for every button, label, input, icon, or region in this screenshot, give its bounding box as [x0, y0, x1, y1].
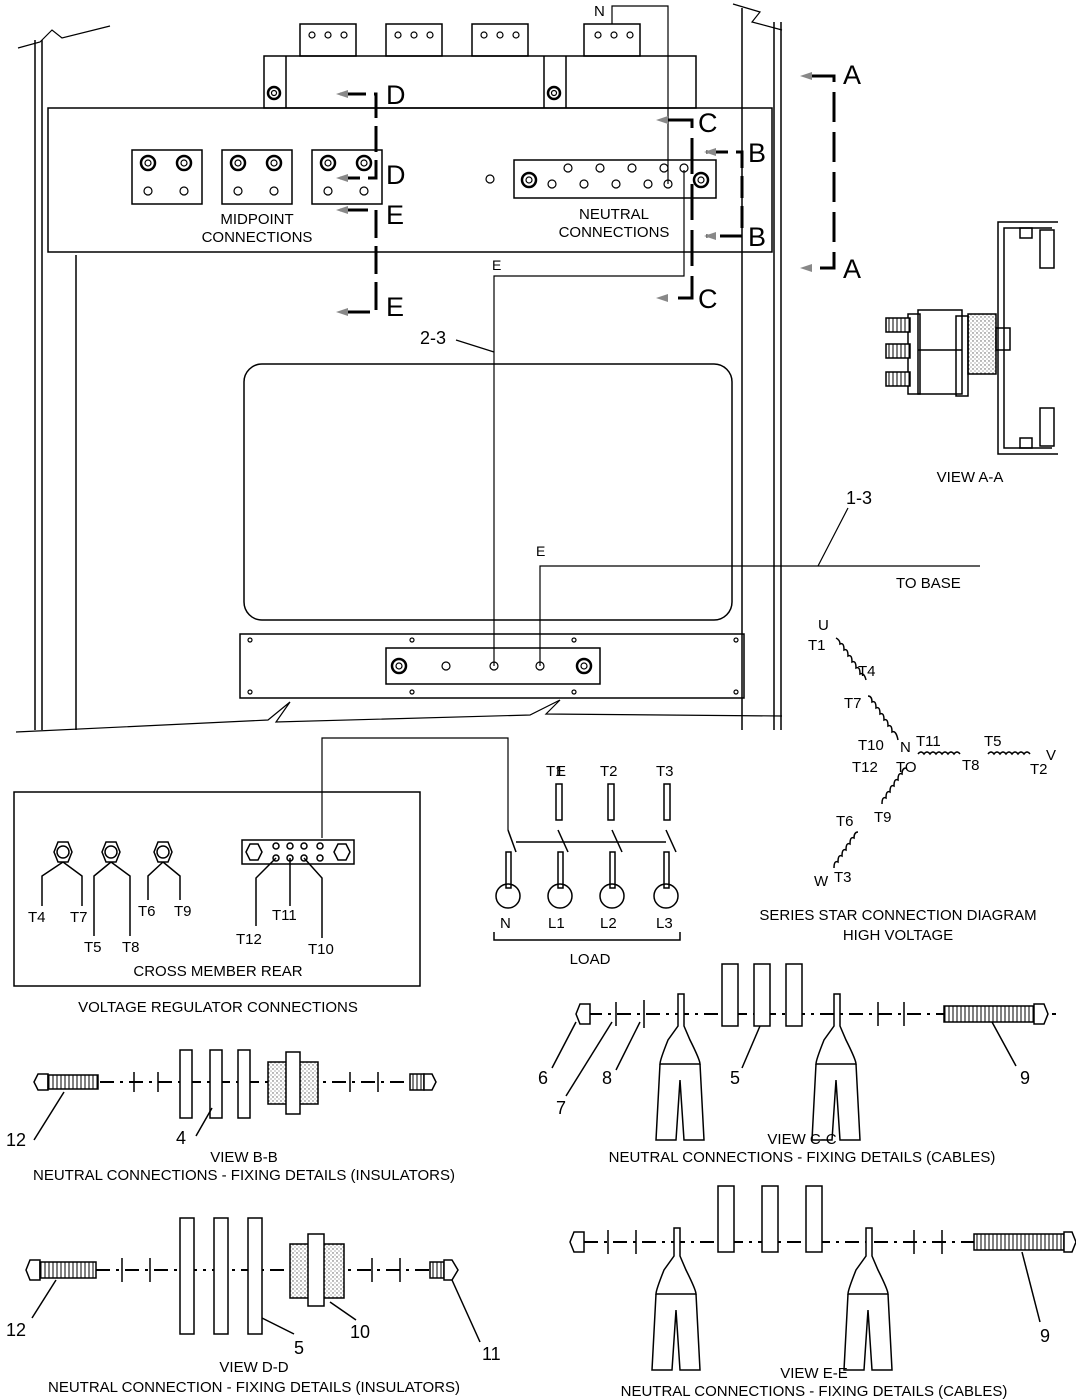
- star-w: W: [814, 873, 829, 890]
- reg-t6: T6: [138, 903, 156, 920]
- reg-t5: T5: [84, 939, 102, 956]
- view-dd-n12: 12: [6, 1320, 26, 1340]
- star-windings: [833, 637, 1031, 869]
- view-bb-caption-1: VIEW B-B: [210, 1149, 278, 1166]
- load-l2: L2: [600, 915, 617, 932]
- view-cc-n9: 9: [1020, 1068, 1030, 1088]
- star-u: U: [818, 617, 829, 634]
- earth-label-upper: E: [492, 257, 501, 273]
- star-t12: T12: [852, 759, 878, 776]
- section-label-b-bottom: B: [748, 222, 766, 252]
- section-label-e-bottom: E: [386, 292, 404, 322]
- load-n: N: [500, 915, 511, 932]
- star-t9: T9: [874, 809, 892, 826]
- load-l3: L3: [656, 915, 673, 932]
- section-lines: [340, 74, 836, 314]
- view-cc-caption-1: VIEW C-C: [767, 1131, 836, 1148]
- neutral-label-line-2: CONNECTIONS: [559, 224, 670, 241]
- section-arrows: [336, 72, 812, 316]
- reg-t12: T12: [236, 931, 262, 948]
- view-dd-caption-2: NEUTRAL CONNECTION - FIXING DETAILS (INS…: [48, 1379, 460, 1396]
- section-label-d-top: D: [386, 80, 406, 110]
- view-dd-n10: 10: [350, 1322, 370, 1342]
- reg-t11: T11: [272, 907, 297, 924]
- view-aa-drawing: [885, 221, 1058, 455]
- view-cc-n5: 5: [730, 1068, 740, 1088]
- section-label-a-bottom: A: [843, 254, 861, 284]
- view-bb-caption-2: NEUTRAL CONNECTIONS - FIXING DETAILS (IN…: [33, 1167, 455, 1184]
- regulator-caption: VOLTAGE REGULATOR CONNECTIONS: [78, 999, 358, 1016]
- earth-label-lower: E: [536, 543, 545, 559]
- reg-t9: T9: [174, 903, 192, 920]
- section-label-a-top: A: [843, 60, 861, 90]
- to-base-label: TO BASE: [896, 575, 961, 592]
- star-t6: T6: [836, 813, 854, 830]
- neutral-label-line-1: NEUTRAL: [579, 206, 649, 223]
- view-ee-caption-2: NEUTRAL CONNECTIONS - FIXING DETAILS (CA…: [621, 1383, 1008, 1400]
- view-dd-caption-1: VIEW D-D: [219, 1359, 288, 1376]
- star-caption-1: SERIES STAR CONNECTION DIAGRAM: [759, 907, 1036, 924]
- star-t2: T2: [1030, 761, 1048, 778]
- star-t1: T1: [808, 637, 826, 654]
- load-top-t1: T1: [546, 763, 564, 780]
- section-label-d-bottom: D: [386, 160, 406, 190]
- ref-2-3: 2-3: [420, 328, 446, 348]
- star-t5: T5: [984, 733, 1002, 750]
- star-n: N: [900, 739, 911, 756]
- reg-t10: T10: [308, 941, 334, 958]
- section-label-b-top: B: [748, 138, 766, 168]
- section-label-e-top: E: [386, 200, 404, 230]
- section-label-c-top: C: [698, 108, 718, 138]
- star-t4: T4: [858, 663, 876, 680]
- star-t7: T7: [844, 695, 862, 712]
- view-ee-n9: 9: [1040, 1326, 1050, 1346]
- star-t11: T11: [916, 733, 941, 750]
- view-cc-n6: 6: [538, 1068, 548, 1088]
- view-dd-n5: 5: [294, 1338, 304, 1358]
- load-l1: L1: [548, 915, 565, 932]
- star-t3: T3: [834, 869, 852, 886]
- view-cc-n7: 7: [556, 1098, 566, 1118]
- star-v: V: [1046, 747, 1056, 764]
- cross-member-label: CROSS MEMBER REAR: [133, 963, 302, 980]
- view-dd-n11: 11: [482, 1344, 501, 1364]
- earth-wires: [321, 5, 980, 838]
- view-cc-drawing: [551, 963, 1056, 1141]
- load-top-t1-overlay: E: [556, 763, 566, 780]
- star-caption-2: HIGH VOLTAGE: [843, 927, 953, 944]
- star-t10: T10: [858, 737, 884, 754]
- section-label-c-bottom: C: [698, 284, 718, 314]
- midpoint-label-line-1: MIDPOINT: [220, 211, 293, 228]
- view-bb-n4: 4: [176, 1128, 186, 1148]
- midpoint-label-line-2: CONNECTIONS: [202, 229, 313, 246]
- regulator-drawing: [13, 791, 421, 987]
- view-dd-drawing: [25, 1217, 481, 1343]
- view-cc-n8: 8: [602, 1068, 612, 1088]
- reg-t4: T4: [28, 909, 46, 926]
- load-top-t3: T3: [656, 763, 674, 780]
- reg-t8: T8: [122, 939, 140, 956]
- load-drawing: [493, 783, 681, 941]
- view-aa-caption: VIEW A-A: [937, 469, 1004, 486]
- view-ee-caption-1: VIEW E-E: [780, 1365, 848, 1382]
- view-ee-drawing: [569, 1185, 1076, 1371]
- ref-1-3: 1-3: [846, 488, 872, 508]
- star-t8: T8: [962, 757, 980, 774]
- load-caption: LOAD: [570, 951, 611, 968]
- view-bb-drawing: [33, 1049, 437, 1141]
- terminal-studs: [139, 31, 739, 695]
- load-top-t2: T2: [600, 763, 618, 780]
- terminal-n-label: N: [594, 3, 605, 20]
- star-to: TO: [896, 759, 917, 776]
- reg-t7: T7: [70, 909, 88, 926]
- main-assembly: [15, 3, 783, 733]
- view-cc-caption-2: NEUTRAL CONNECTIONS - FIXING DETAILS (CA…: [609, 1149, 996, 1166]
- view-bb-n12: 12: [6, 1130, 26, 1150]
